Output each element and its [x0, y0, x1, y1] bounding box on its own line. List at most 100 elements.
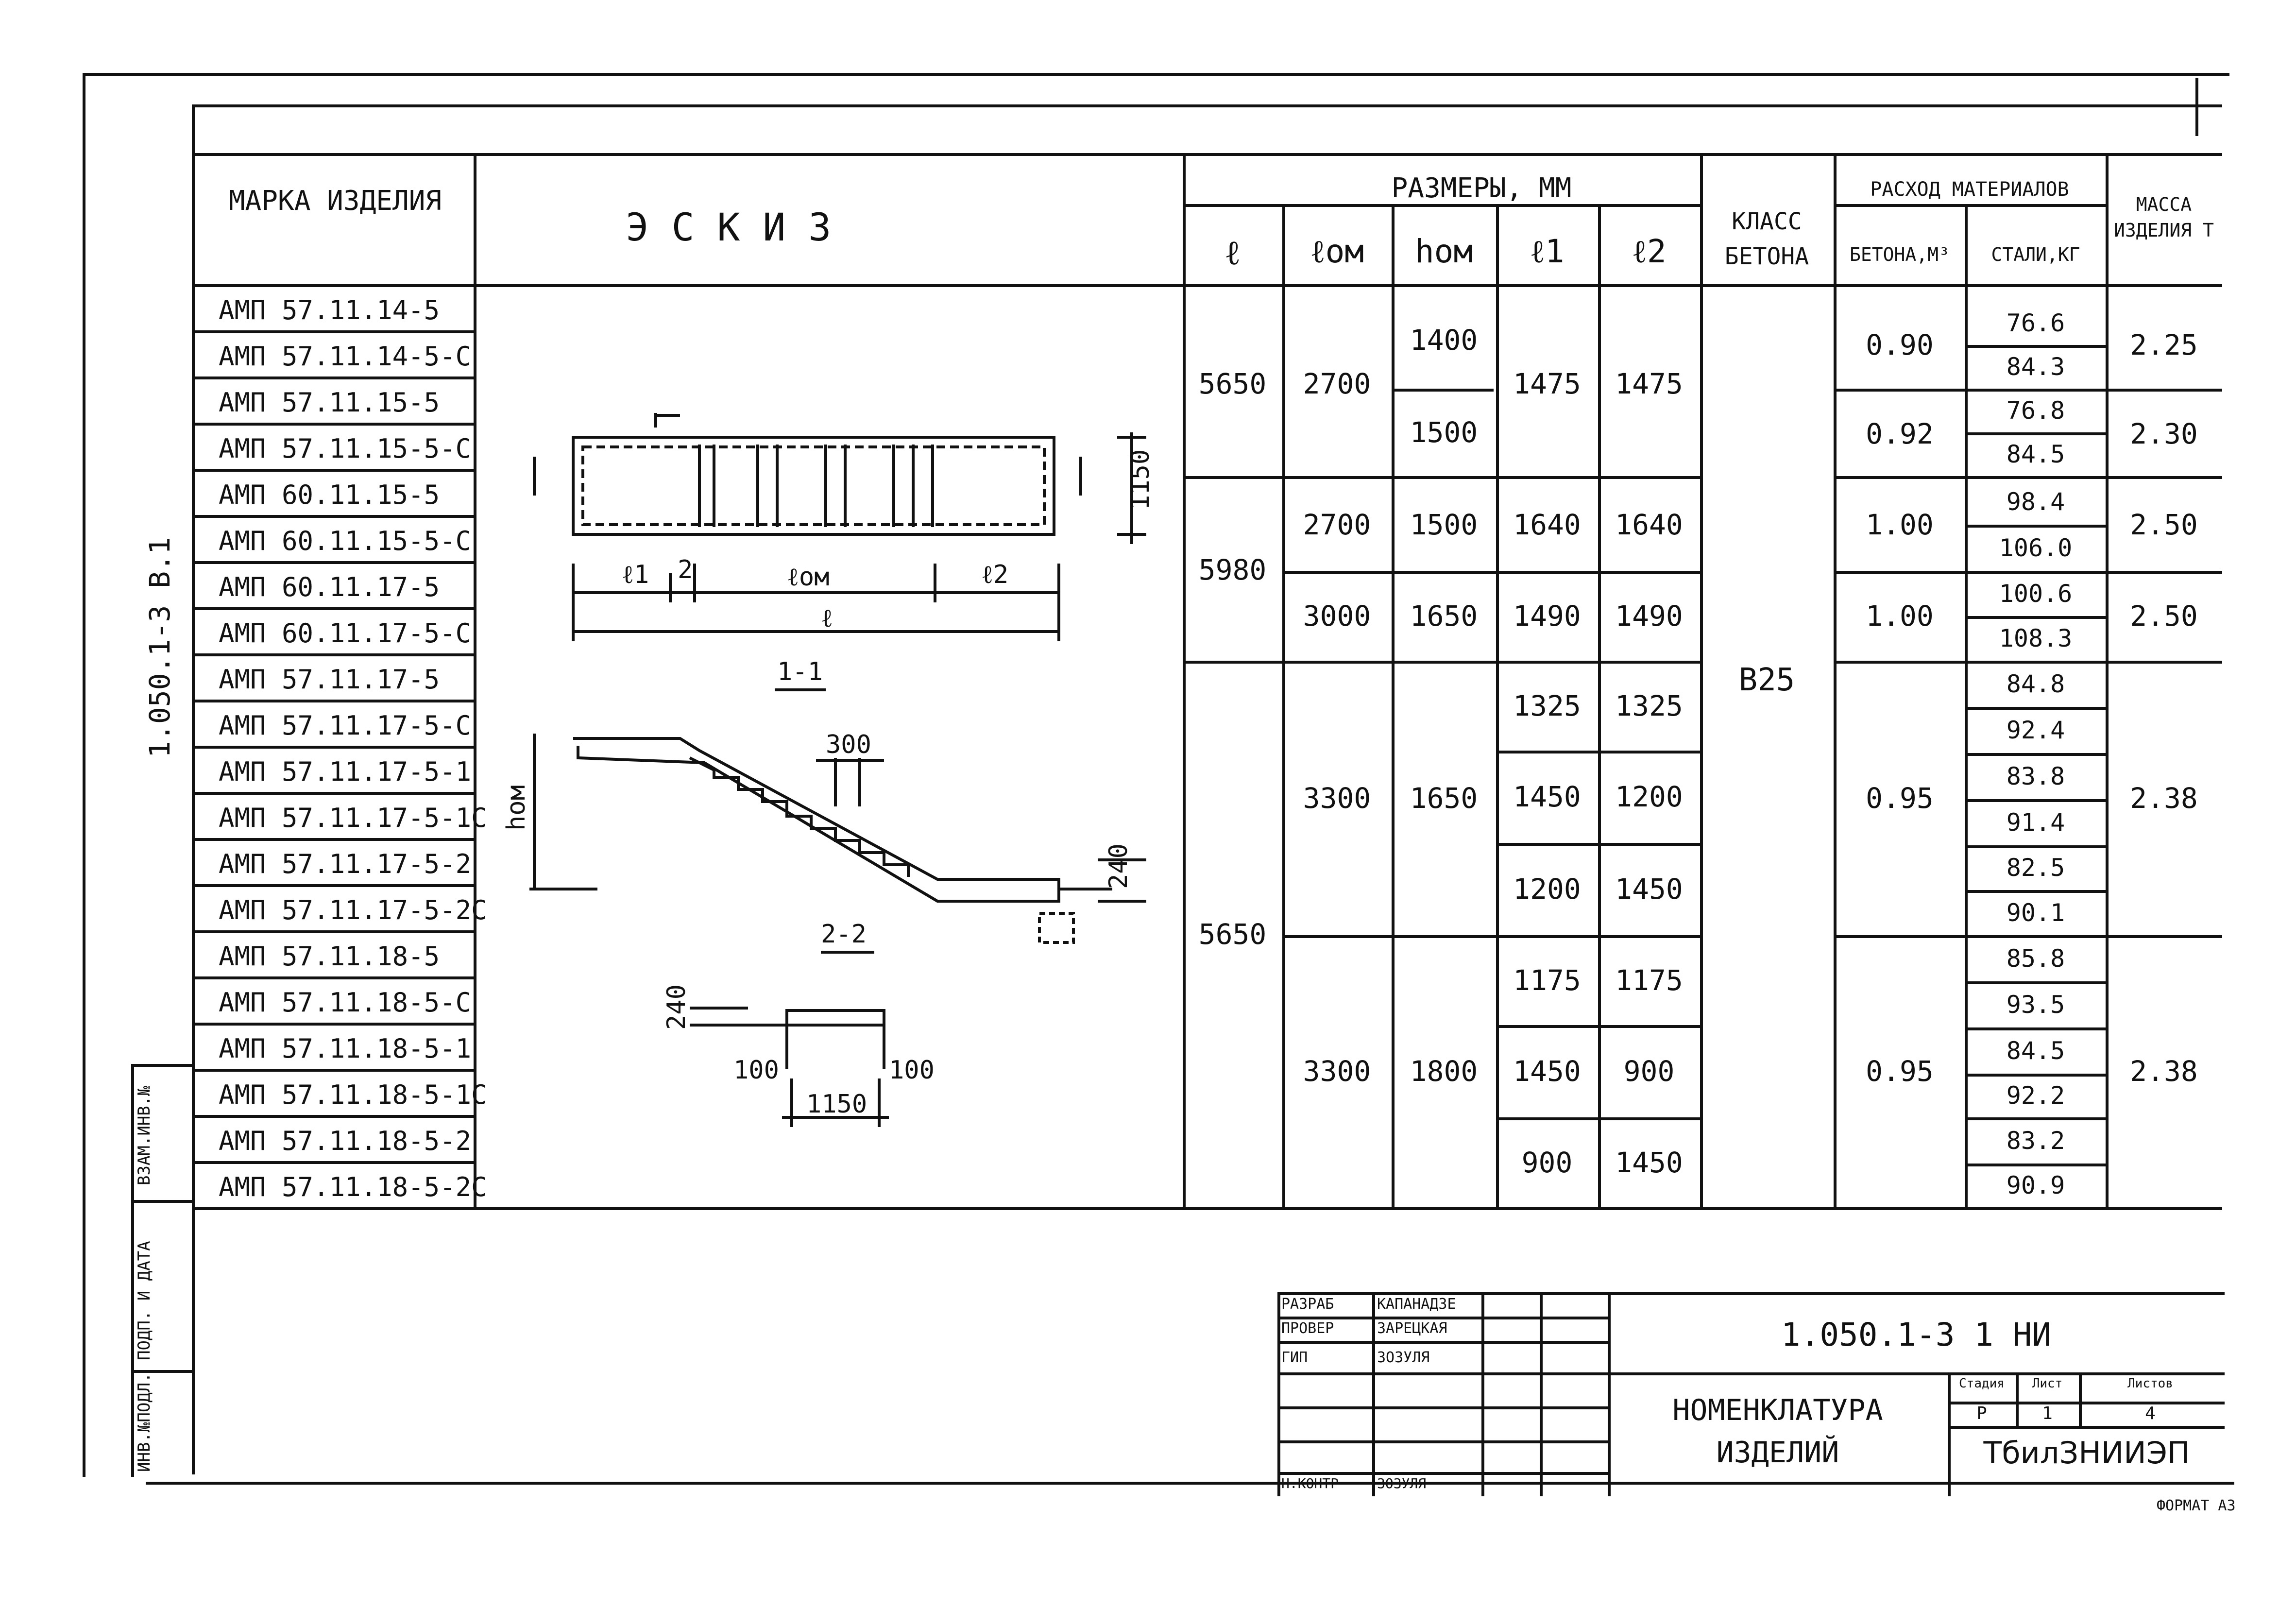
steel-value: 90.9: [2006, 1171, 2065, 1199]
steel-value: 84.5: [2006, 1036, 2065, 1065]
steel-value: 84.5: [2006, 440, 2065, 468]
l2-value: 1640: [1615, 508, 1683, 541]
l-value: 5650: [1198, 367, 1267, 400]
header-l1: ℓ1: [1530, 233, 1565, 270]
steel-value: 98.4: [2006, 487, 2065, 516]
stair-sketch: ℓ1 2 ℓом ℓ2 ℓ 1150 1-1 300 hом 240 2-2 2…: [502, 413, 1155, 1127]
header-materials: РАСХОД МАТЕРИАЛОВ: [1870, 178, 2069, 201]
sheets-label: Листов: [2127, 1376, 2173, 1391]
steel-value: 83.2: [2006, 1126, 2065, 1155]
header-mark: МАРКА ИЗДЕЛИЯ: [228, 185, 442, 217]
role-nkontr: Н.КОНТР: [1281, 1475, 1339, 1491]
sketch-lom: ℓом: [787, 563, 830, 592]
hom-value: 1400: [1410, 324, 1478, 357]
role-prover: ПРОВЕР: [1281, 1320, 1334, 1337]
l2-value: 1200: [1615, 780, 1683, 813]
sheet-label: Лист: [2032, 1376, 2063, 1391]
header-sketch: Э С К И З: [626, 206, 832, 250]
format-label: ФОРМАТ А3: [2157, 1497, 2236, 1514]
sheet-value: 1: [2042, 1404, 2053, 1423]
steel-value: 84.8: [2006, 669, 2065, 698]
l1-value: 1450: [1513, 780, 1581, 813]
sketch-300: 300: [826, 730, 871, 759]
l1-value: 1200: [1513, 873, 1581, 906]
mass-value: 2.25: [2130, 328, 2198, 361]
sketch-240: 240: [1104, 843, 1133, 889]
stage-value: Р: [1976, 1404, 1987, 1423]
sketch-l1: ℓ1: [622, 560, 649, 589]
l1-value: 1450: [1513, 1055, 1581, 1088]
l2-value: 1490: [1615, 599, 1683, 633]
l1-value: 900: [1521, 1146, 1573, 1179]
l2-value: 1325: [1615, 689, 1683, 722]
header-hom: hом: [1414, 233, 1473, 270]
header-sizes: РАЗМЕРЫ, ММ: [1391, 172, 1572, 204]
name-razrab: КАПАНАДЗЕ: [1377, 1296, 1456, 1313]
header-lom: ℓом: [1310, 233, 1364, 270]
mark-item: АМП 57.11.17-5: [219, 664, 440, 695]
sketch-hom: hом: [502, 785, 531, 831]
mass-value: 2.50: [2130, 508, 2198, 541]
mark-item: АМП 57.11.18-5: [219, 941, 440, 972]
header-l2: ℓ2: [1632, 233, 1667, 270]
mass-value: 2.38: [2130, 781, 2198, 815]
stage-label: Стадия: [1959, 1376, 2005, 1391]
mark-item: АМП 57.11.17-5-С: [219, 710, 472, 741]
steel-value: 83.8: [2006, 762, 2065, 790]
doc-code: 1.050.1-3 1 НИ: [1781, 1316, 2052, 1353]
mark-item: АМП 60.11.17-5-С: [219, 618, 472, 649]
mark-item: АМП 57.11.15-5: [219, 387, 440, 418]
mass-value: 2.38: [2130, 1055, 2198, 1088]
concrete-volume: 1.00: [1866, 599, 1934, 633]
steel-value: 76.8: [2006, 396, 2065, 425]
steel-value: 84.3: [2006, 353, 2065, 381]
mark-item: АМП 57.11.14-5-С: [219, 341, 472, 372]
header-concrete-m3: БЕТОНА,М³: [1850, 244, 1950, 265]
steel-value: 106.0: [1999, 533, 2073, 562]
sketch-100-left: 100: [733, 1056, 779, 1085]
mark-item: АМП 57.11.17-5-1С: [219, 803, 487, 833]
role-razrab: РАЗРАБ: [1281, 1296, 1334, 1313]
hom-value: 1650: [1410, 781, 1478, 815]
sketch-two: 2: [678, 555, 693, 584]
sketch-l: ℓ: [821, 604, 833, 633]
concrete-volume: 0.90: [1866, 328, 1934, 361]
mass-value: 2.30: [2130, 417, 2198, 450]
mark-item: АМП 57.11.17-5-2: [219, 849, 472, 879]
sheets-value: 4: [2145, 1404, 2156, 1423]
concrete-volume: 0.92: [1866, 417, 1934, 450]
hom-value: 1500: [1410, 508, 1478, 541]
l2-value: 1175: [1615, 963, 1683, 997]
concrete-volume: 0.95: [1866, 781, 1934, 815]
lom-value: 2700: [1303, 367, 1371, 400]
hom-value: 1500: [1410, 416, 1478, 449]
name-prover: ЗАРЕЦКАЯ: [1377, 1320, 1447, 1337]
stamp-vzam-inv: ВЗАМ.ИНВ.№: [135, 1086, 154, 1185]
header-l: ℓ: [1224, 233, 1241, 273]
l2-value: 1450: [1615, 873, 1683, 906]
lom-value: 3000: [1303, 599, 1371, 633]
l1-value: 1490: [1513, 599, 1581, 633]
mark-item: АМП 57.11.18-5-1: [219, 1033, 472, 1064]
l1-value: 1640: [1513, 508, 1581, 541]
hom-value: 1650: [1410, 599, 1478, 633]
l1-value: 1175: [1513, 963, 1581, 997]
mark-item: АМП 57.11.17-5-2С: [219, 895, 487, 925]
sketch-240-b: 240: [662, 984, 691, 1030]
doc-title: НОМЕНКЛАТУРА ИЗДЕЛИЙ: [1672, 1393, 1883, 1470]
mark-item: АМП 60.11.15-5-С: [219, 526, 472, 556]
l-value: 5980: [1198, 553, 1267, 586]
steel-value: 90.1: [2006, 898, 2065, 927]
lom-value: 3300: [1303, 1055, 1371, 1088]
l2-value: 1450: [1615, 1146, 1683, 1179]
mark-item: АМП 57.11.17-5-1: [219, 756, 472, 787]
steel-value: 92.2: [2006, 1081, 2065, 1110]
l2-value: 900: [1623, 1055, 1675, 1088]
concrete-volume: 0.95: [1866, 1055, 1934, 1088]
title-block: РАЗРАБ ПРОВЕР ГИП Н.КОНТР КАПАНАДЗЕ ЗАРЕ…: [1277, 1292, 2225, 1496]
l-value: 5650: [1198, 917, 1267, 951]
stamp-podp-data: ПОДП. И ДАТА: [135, 1241, 154, 1360]
steel-value: 93.5: [2006, 990, 2065, 1019]
mark-item: АМП 60.11.15-5: [219, 479, 440, 510]
steel-value: 108.3: [1999, 624, 2073, 652]
